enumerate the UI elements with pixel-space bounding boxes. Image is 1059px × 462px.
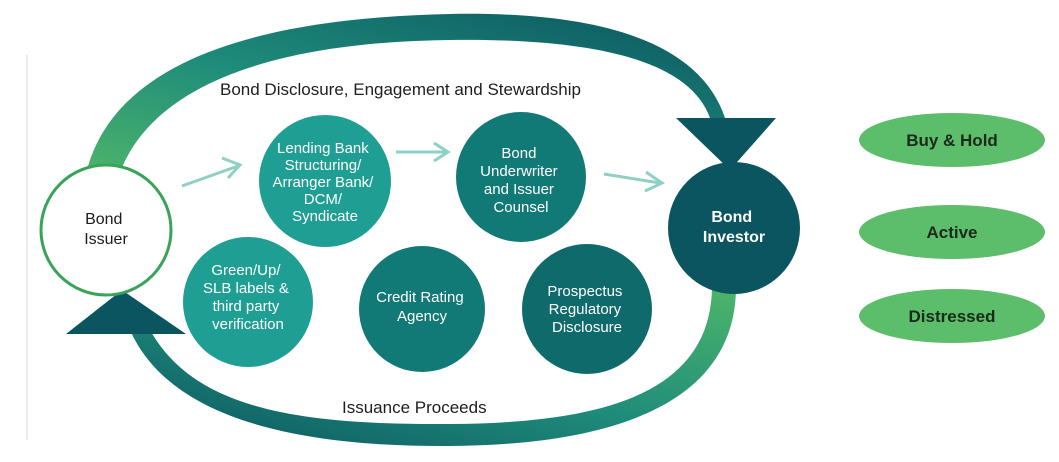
- labels-line-1: Green/Up/: [211, 262, 281, 279]
- lending-line-2: Structuring/: [285, 157, 363, 174]
- underwriter-line-4: Counsel: [493, 199, 548, 216]
- top-label: Bond Disclosure, Engagement and Stewards…: [220, 80, 581, 99]
- prospectus-line-2: Regulatory: [549, 301, 622, 318]
- lending-line-1: Lending Bank: [277, 140, 369, 157]
- bottom-label: Issuance Proceeds: [342, 398, 487, 417]
- node-lending-bank: Lending Bank Structuring/ Arranger Bank/…: [259, 115, 391, 247]
- flow-arrow-issuer-to-lending: [181, 156, 243, 188]
- svg-text:Active: Active: [926, 223, 977, 242]
- underwriter-line-3: and Issuer: [484, 181, 554, 198]
- rating-line-1: Credit Rating: [376, 289, 464, 306]
- svg-text:Bond Issuer: Bond Issuer: [84, 211, 128, 248]
- labels-line-2: SLB labels &: [203, 280, 289, 297]
- svg-text:Distressed: Distressed: [909, 307, 996, 326]
- top-cycle-arrow: [85, 13, 725, 179]
- lending-line-5: Syndicate: [292, 208, 358, 225]
- bottom-arrow-head: [66, 290, 186, 334]
- svg-text:Prospectus Regulatory: Prospectus Regulatory Disclosure: [547, 283, 626, 336]
- svg-text:Buy & Hold: Buy & Hold: [906, 131, 998, 150]
- svg-text:Bond Investor: Bond Investor: [703, 209, 765, 246]
- labels-line-3: third party: [213, 298, 280, 315]
- prospectus-line-1: Prospectus: [547, 283, 622, 300]
- node-credit-rating-agency: Credit Rating Agency: [359, 246, 485, 372]
- strategy-active: Active: [859, 205, 1045, 259]
- node-prospectus-disclosure: Prospectus Regulatory Disclosure: [522, 244, 652, 374]
- underwriter-line-2: Underwriter: [480, 163, 558, 180]
- svg-text:Credit Rating Agency: Credit Rating Agency: [376, 289, 468, 325]
- investor-line-1: Bond: [711, 209, 752, 226]
- svg-text:Green/Up/ SLB labels &: Green/Up/ SLB labels & third party verif…: [203, 262, 293, 333]
- svg-text:Lending Bank Structuring: Lending Bank Structuring/ Arranger Bank/…: [272, 140, 377, 225]
- issuer-line-1: Bond: [85, 211, 122, 228]
- prospectus-line-3: Disclosure: [552, 319, 622, 336]
- underwriter-line-1: Bond: [501, 145, 536, 162]
- flow-arrow-lending-to-underwriter: [396, 141, 451, 163]
- svg-text:Bond Underwriter a: Bond Underwriter and Issuer Counsel: [480, 145, 562, 216]
- flow-arrow-underwriter-to-investor: [603, 170, 666, 193]
- investor-line-2: Investor: [703, 229, 765, 246]
- strategy-buy-and-hold: Buy & Hold: [859, 113, 1045, 167]
- node-bond-issuer: Bond Issuer: [39, 163, 173, 297]
- node-green-labels: Green/Up/ SLB labels & third party verif…: [183, 237, 313, 367]
- lending-line-3: Arranger Bank/: [272, 174, 374, 191]
- strategy-distressed: Distressed: [859, 289, 1045, 343]
- node-bond-investor: Bond Investor: [668, 162, 800, 294]
- lending-line-4: DCM/: [304, 191, 343, 208]
- rating-line-2: Agency: [397, 308, 448, 325]
- node-bond-underwriter: Bond Underwriter and Issuer Counsel: [456, 112, 586, 242]
- top-arrow-head: [676, 118, 776, 170]
- labels-line-4: verification: [212, 316, 284, 333]
- issuer-line-2: Issuer: [84, 231, 128, 248]
